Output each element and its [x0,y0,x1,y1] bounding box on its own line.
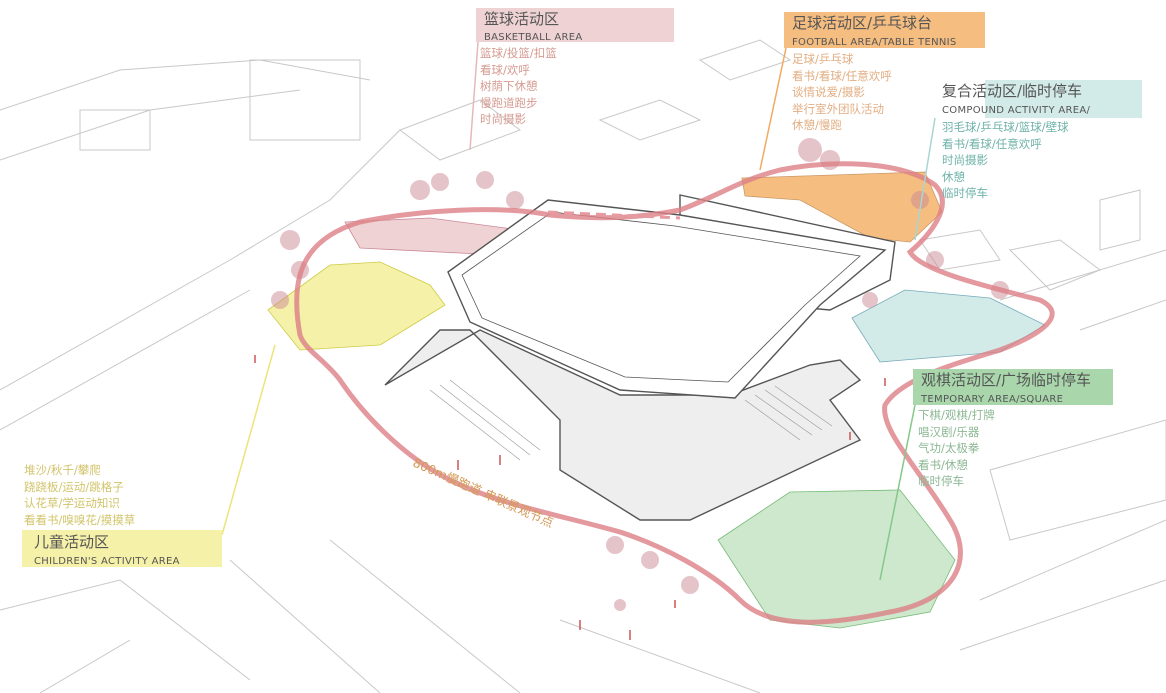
activity-item: 树荫下休憩 [480,79,538,93]
children-activities: 堆沙/秋千/攀爬 跷跷板/运动/跳格子 认花草/学运动知识 看看书/嗅嗅花/摸摸… [24,462,135,528]
activity-item: 看书/休憩 [918,457,968,472]
children-label: 儿童活动区 CHILDREN'S ACTIVITY AREA [34,531,180,567]
stadium-building [384,194,896,521]
people [254,355,886,640]
activity-item: 堆沙/秋千/攀爬 [24,463,101,477]
stadium-stairs [429,379,833,461]
temporary-leader [879,404,916,581]
compound-zone [851,289,1046,363]
children-subtitle: CHILDREN'S ACTIVITY AREA [34,556,180,567]
activity-item: 临时停车 [918,474,964,488]
activity-item: 看球/欢呼 [480,62,530,77]
activity-item: 休憩/慢跑 [792,118,842,132]
activity-item: 看书/看球/任意欢呼 [942,136,1042,151]
basketball-label-box [476,8,674,42]
football-label: 足球活动区/乒乓球台 FOOTBALL AREA/TABLE TENNIS 足球… [792,12,957,134]
children-zone [267,261,446,351]
activity-item: 篮球/投篮/扣篮 [480,46,557,60]
basketball-label: 篮球活动区 BASKETBALL AREA 篮球/投篮/扣篮 看球/欢呼 树荫下… [480,8,583,128]
temporary-zone [717,489,956,629]
temporary-label: 观棋活动区/广场临时停车 TEMPORARY AREA/SQUARE 下棋/观棋… [918,369,1092,490]
running-track [294,161,1055,625]
activity-item: 谈情说爱/摄影 [792,85,865,99]
football-label-box [784,12,985,48]
football-subtitle: FOOTBALL AREA/TABLE TENNIS [792,37,957,48]
children-leader [221,344,276,536]
activity-item: 看书/看球/任意欢呼 [792,68,892,83]
activity-item: 临时停车 [942,186,988,200]
activity-item: 羽毛球/乒乓球/篮球/壁球 [942,120,1069,134]
activity-item: 举行室外团队活动 [792,101,884,116]
activity-item: 看看书/嗅嗅花/摸摸草 [24,512,136,527]
basketball-leader [469,41,479,151]
children-title: 儿童活动区 [34,533,110,551]
activity-item: 慢跑道跑步 [480,95,538,110]
football-activities: 足球/乒乓球 看书/看球/任意欢呼 谈情说爱/摄影 举行室外团队活动 休憩/慢跑 [792,51,957,134]
temporary-activities: 下棋/观棋/打牌 唱汉剧/乐器 气功/太极拳 看书/休憩 临时停车 [918,407,1091,490]
temporary-subtitle: TEMPORARY AREA/SQUARE [921,394,1064,405]
compound-label: 复合活动区/临时停车 COMPOUND ACTIVITY AREA/ 羽毛球/乒… [942,80,1090,202]
activity-item: 休憩 [942,169,965,184]
trees [271,138,1009,611]
activity-item: 下棋/观棋/打牌 [918,408,995,422]
compound-label-box [985,80,1142,118]
activity-item: 气功/太极拳 [918,441,980,455]
basketball-subtitle: BASKETBALL AREA [484,32,583,43]
activity-item: 认花草/学运动知识 [24,496,120,510]
compound-leader [914,117,936,241]
context-lines [0,39,1166,693]
children-label-box [22,530,222,567]
basketball-activities: 篮球/投篮/扣篮 看球/欢呼 树荫下休憩 慢跑道跑步 时尚摄影 [480,45,583,128]
activity-item: 时尚摄影 [480,112,526,126]
track-dashed-segment [547,210,681,220]
compound-title: 复合活动区/临时停车 [942,82,1083,100]
football-leader [759,47,787,171]
temporary-title: 观棋活动区/广场临时停车 [921,371,1092,389]
compound-activities: 羽毛球/乒乓球/篮球/壁球 看书/看球/任意欢呼 时尚摄影 休憩 临时停车 [942,119,1090,202]
activity-item: 唱汉剧/乐器 [918,424,980,439]
compound-subtitle: COMPOUND ACTIVITY AREA/ [942,105,1091,116]
basketball-title: 篮球活动区 [484,10,560,28]
activity-item: 足球/乒乓球 [792,52,854,66]
activity-item: 时尚摄影 [942,153,988,167]
temporary-label-box [913,369,1113,405]
football-title: 足球活动区/乒乓球台 [792,14,933,32]
activity-item: 跷跷板/运动/跳格子 [24,479,124,494]
